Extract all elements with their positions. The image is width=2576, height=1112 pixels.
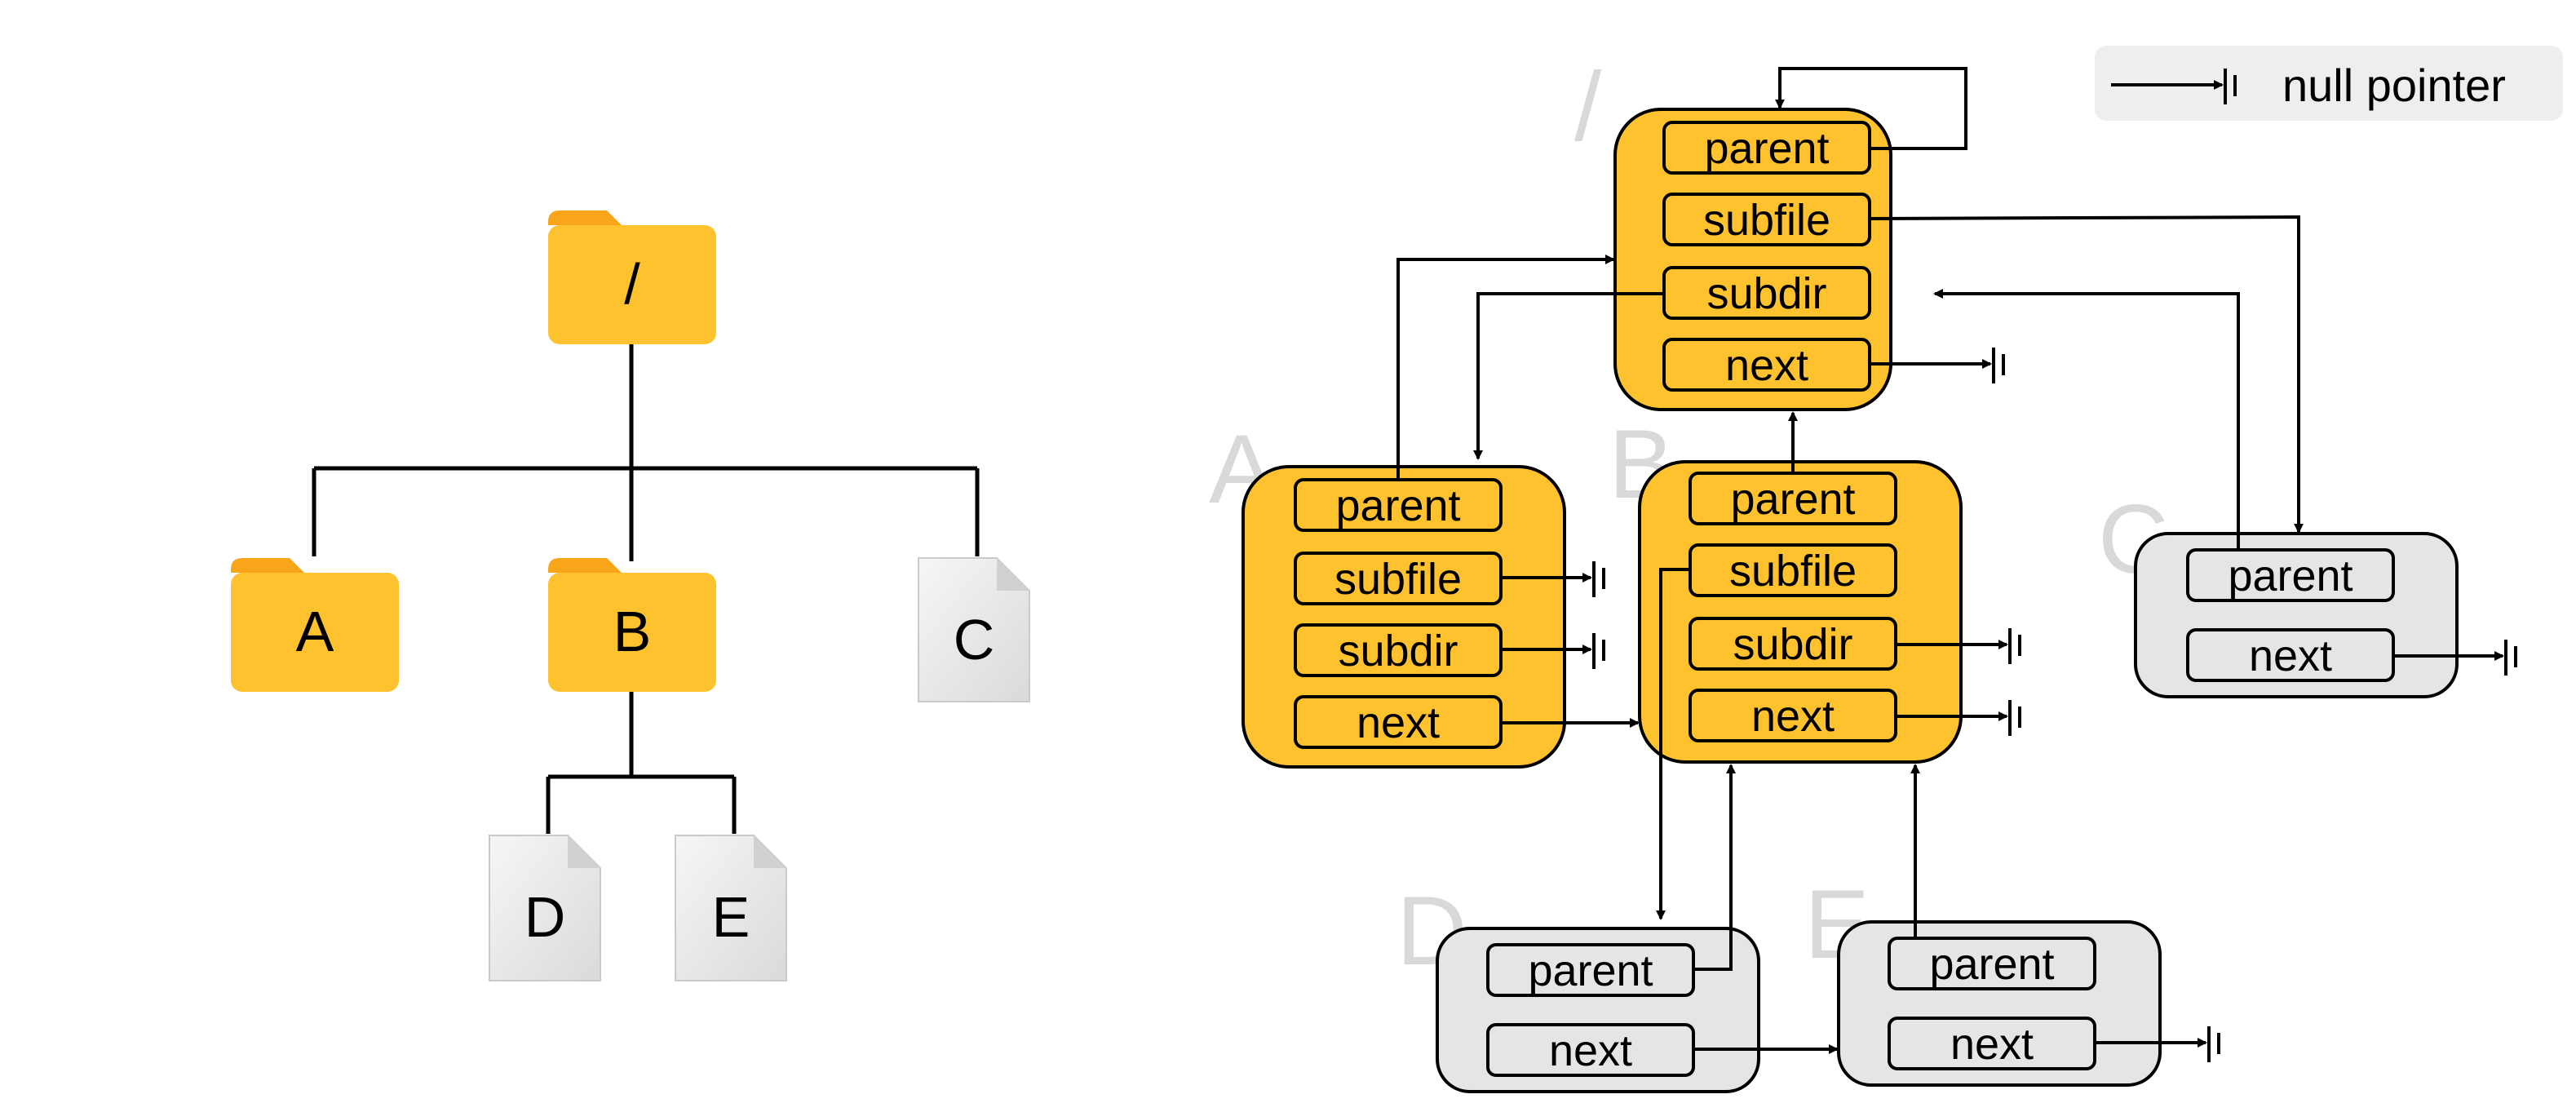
legend-label: null pointer [2282, 60, 2506, 111]
field-box [1662, 193, 1871, 246]
tree-view: / A B C D E [231, 210, 1030, 981]
field-next-label: next [1725, 341, 1808, 390]
file-c-label: C [954, 608, 995, 671]
node-root-fields: parent subfile subdir next [1662, 121, 1871, 392]
file-e-label: E [712, 885, 750, 949]
arrow-root-subfile [1869, 215, 2304, 534]
node-root[interactable] [1613, 108, 1892, 411]
field-next-label: next [1357, 698, 1440, 747]
arrow-c-parent [1933, 289, 2240, 550]
null-terminator [2504, 640, 2517, 676]
file-e-icon[interactable]: E [675, 835, 787, 981]
node-a-fields: parent subfile subdir next [1294, 478, 1503, 749]
legend-null-terminator [2224, 69, 2237, 104]
file-d-label: D [524, 885, 566, 949]
field-parent-label: parent [1730, 475, 1855, 524]
field-subfile-label: subfile [1729, 547, 1857, 596]
field-next-label: next [1950, 1020, 2034, 1069]
field-next-label: next [1549, 1026, 1632, 1075]
arrow-root-parent [1775, 67, 1967, 150]
field-box [2186, 548, 2395, 602]
field-parent-label: parent [1929, 940, 2054, 989]
field-box [1888, 937, 2096, 990]
field-next-label: next [1751, 692, 1835, 741]
node-d-fields: parent next [1486, 943, 1695, 1077]
field-subdir-label: subdir [1706, 269, 1826, 318]
arrow-a-parent [1396, 255, 1615, 480]
field-parent-label: parent [1704, 124, 1829, 173]
field-subdir-label: subdir [1733, 620, 1852, 669]
null-terminator [1992, 348, 2005, 383]
pointer-structure: / A B C D E parent subfile subdir next p… [1209, 46, 2563, 1093]
folder-b-icon[interactable]: B [548, 558, 716, 692]
field-subfile-label: subfile [1703, 196, 1830, 245]
node-b[interactable] [1638, 460, 1963, 764]
ghost-label-root: / [1574, 52, 1602, 162]
null-terminator [2008, 628, 2021, 664]
root-folder-icon[interactable]: / [548, 210, 716, 344]
field-subfile-label: subfile [1334, 555, 1462, 604]
null-terminator [1592, 561, 1605, 597]
field-next-label: next [2249, 631, 2332, 680]
field-parent-label: parent [1335, 481, 1460, 530]
field-parent-label: parent [2228, 552, 2352, 600]
field-parent-label: parent [1528, 946, 1653, 995]
null-terminator [2207, 1026, 2220, 1062]
node-a[interactable] [1242, 465, 1566, 769]
folder-a-icon[interactable]: A [231, 558, 399, 692]
null-terminator [2008, 700, 2021, 736]
field-subdir-label: subdir [1338, 627, 1458, 676]
legend-box [2095, 46, 2563, 121]
folder-b-label: B [613, 600, 652, 663]
arrow-d-parent [1693, 764, 1736, 971]
legend: null pointer [2095, 46, 2563, 121]
folder-a-label: A [296, 600, 334, 663]
arrow-b-subfile [1656, 568, 1690, 920]
tree-connectors [312, 343, 980, 834]
null-terminator [1592, 633, 1605, 669]
file-c-icon[interactable]: C [918, 557, 1030, 702]
node-b-fields: parent subfile subdir next [1689, 472, 1897, 742]
file-d-icon[interactable]: D [489, 835, 601, 981]
pointer-arrows [1396, 67, 2517, 1062]
node-c-fields: parent next [2186, 548, 2395, 682]
root-folder-label: / [624, 252, 640, 316]
arrow-root-subdir [1473, 292, 1664, 460]
node-e-fields: parent next [1888, 937, 2096, 1070]
